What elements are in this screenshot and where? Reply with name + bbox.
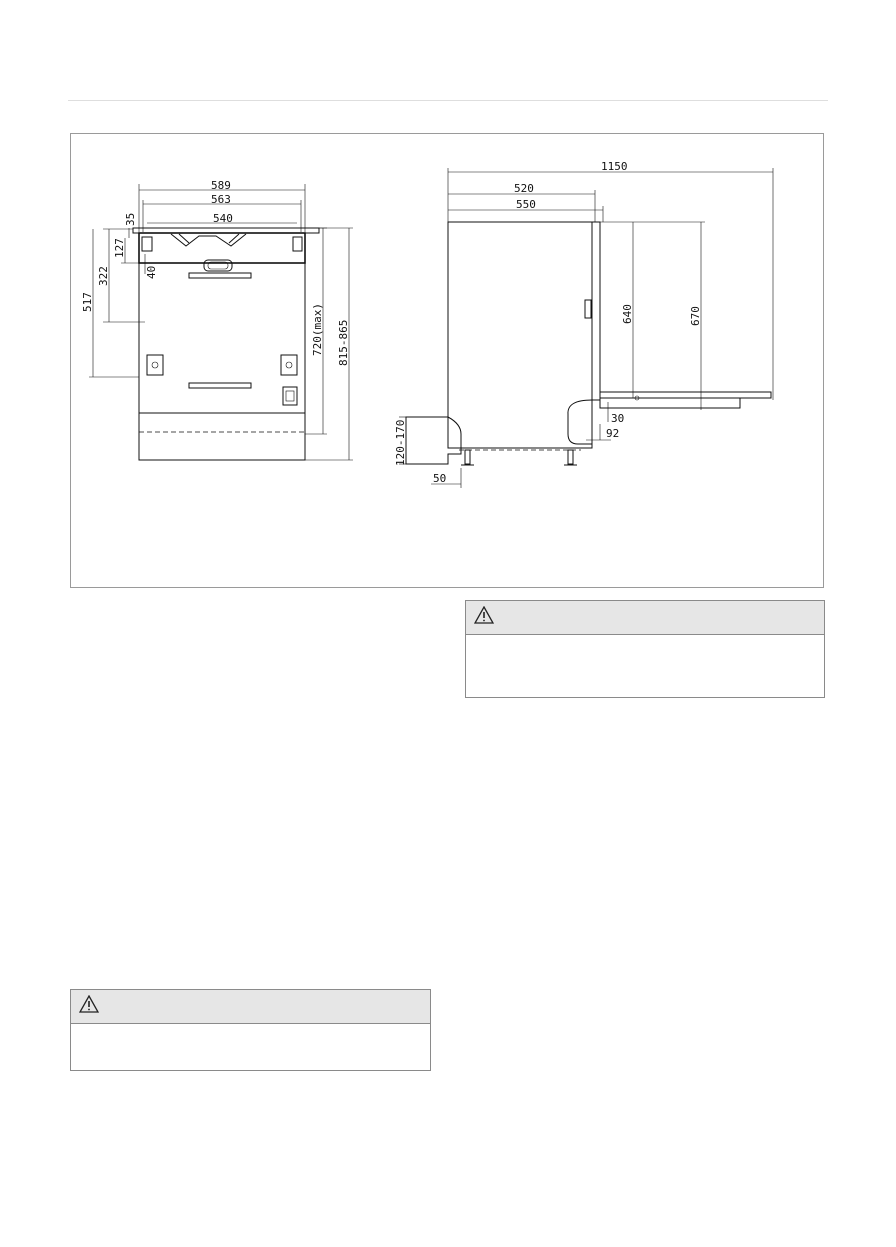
dim-height-range: 815-865 bbox=[337, 320, 350, 366]
dim-width-mid: 563 bbox=[211, 193, 231, 206]
dim-517: 517 bbox=[81, 292, 94, 312]
dim-width-inner: 540 bbox=[213, 212, 233, 225]
dim-depth-520: 520 bbox=[514, 182, 534, 195]
side-view: 1150 520 550 bbox=[394, 160, 774, 488]
installation-diagram-frame: 589 563 540 bbox=[70, 133, 824, 588]
dim-depth-550: 550 bbox=[516, 198, 536, 211]
dim-gap-92: 92 bbox=[606, 427, 619, 440]
dim-720max: 720(max) bbox=[311, 303, 324, 356]
warning-triangle-icon bbox=[473, 605, 495, 629]
dim-322: 322 bbox=[97, 266, 110, 286]
warning-header-bottom bbox=[71, 990, 430, 1024]
front-view: 589 563 540 bbox=[81, 179, 353, 461]
dim-gap-30: 30 bbox=[611, 412, 624, 425]
dim-depth-total: 1150 bbox=[601, 160, 628, 173]
warning-triangle-icon bbox=[78, 994, 100, 1018]
warning-box-top bbox=[465, 600, 825, 698]
dim-door-640: 640 bbox=[621, 304, 634, 324]
dim-plinth-range: 120-170 bbox=[394, 420, 407, 466]
dim-35: 35 bbox=[124, 213, 137, 226]
header-rule bbox=[68, 100, 828, 101]
warning-header-top bbox=[466, 601, 824, 635]
warning-box-bottom bbox=[70, 989, 431, 1071]
warning-body-bottom bbox=[71, 1024, 430, 1040]
installation-diagram: 589 563 540 bbox=[81, 160, 774, 488]
dim-plinth-depth: 50 bbox=[433, 472, 446, 485]
dim-40: 40 bbox=[145, 266, 158, 279]
warning-body-top bbox=[466, 635, 824, 651]
dim-width-outer: 589 bbox=[211, 179, 231, 192]
dim-127: 127 bbox=[113, 238, 126, 258]
dim-door-670: 670 bbox=[689, 306, 702, 326]
